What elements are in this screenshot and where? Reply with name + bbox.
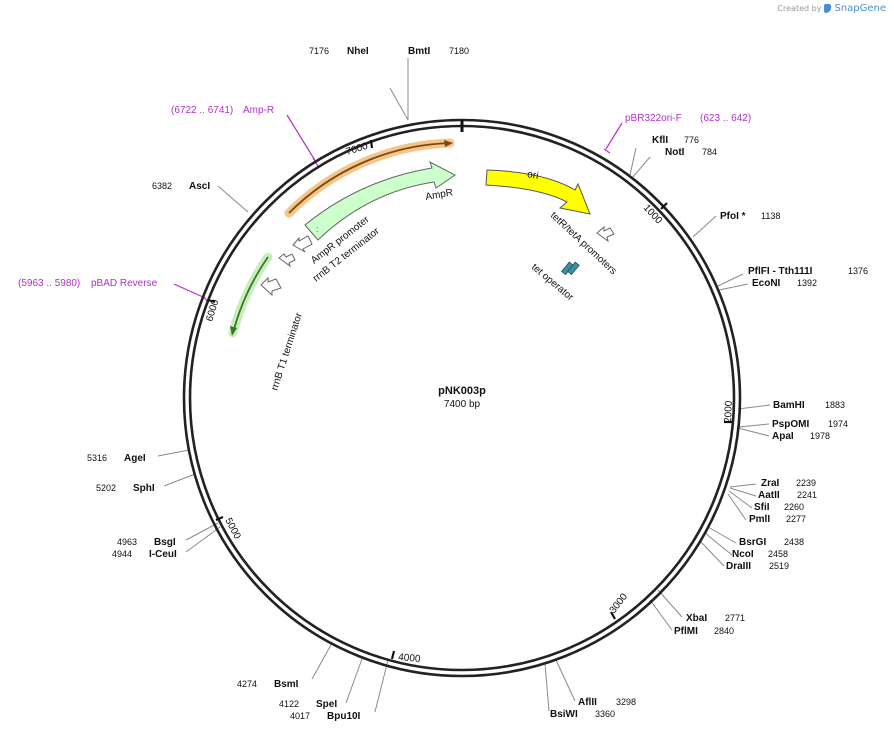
ampr-promoter-feature bbox=[292, 235, 313, 253]
enzyme-aatii-name: AatII bbox=[758, 490, 780, 501]
enzyme-bamhi-name: BamHI bbox=[773, 400, 805, 411]
enzyme-kfli-name: KflI bbox=[652, 135, 668, 146]
enzyme-bsmi-pos: 4274 bbox=[237, 679, 257, 689]
enzyme-pmli-name: PmlI bbox=[749, 514, 770, 525]
tetr-teta-promoters-feature bbox=[596, 225, 615, 243]
enzyme-pflfi-name: PflFI - Tth111I bbox=[748, 266, 813, 277]
snapgene-credit: Created by SnapGene bbox=[777, 3, 886, 14]
leader-lines bbox=[157, 58, 771, 713]
enzyme-apai-name: ApaI bbox=[772, 431, 794, 442]
pbad-band bbox=[228, 252, 273, 338]
enzyme-noti-name: NotI bbox=[665, 147, 685, 158]
enzyme-pspomi-pos: 1974 bbox=[828, 419, 848, 429]
ampr-feature bbox=[304, 160, 456, 241]
enzyme-ncoi-name: NcoI bbox=[732, 549, 754, 560]
rrnb-t1-terminator-feature bbox=[260, 276, 282, 297]
enzyme-iceui-pos: 4944 bbox=[112, 549, 132, 559]
enzyme-agei-name: AgeI bbox=[124, 453, 146, 464]
primer-amp-r-range: (6722 .. 6741) bbox=[171, 105, 233, 116]
enzyme-ncoi-pos: 2458 bbox=[768, 549, 788, 559]
enzyme-bsrgi-name: BsrGI bbox=[739, 537, 766, 548]
enzyme-afliii-pos: 3298 bbox=[616, 697, 636, 707]
ori-feature bbox=[485, 169, 591, 215]
enzyme-bmti-name: BmtI bbox=[408, 46, 430, 57]
enzyme-pspomi-name: PspOMI bbox=[772, 419, 809, 430]
enzyme-kfli-pos: 776 bbox=[684, 135, 699, 145]
primer-pbr322ori-f-range: (623 .. 642) bbox=[700, 113, 751, 124]
pbad-strand bbox=[232, 256, 269, 334]
enzyme-xbai-name: XbaI bbox=[686, 613, 707, 624]
plasmid-length: 7400 bp bbox=[444, 399, 481, 410]
enzyme-bpu10i-name: Bpu10I bbox=[327, 711, 361, 722]
ampr-dots: : bbox=[316, 224, 319, 234]
tick-label-2000: 2000 bbox=[723, 400, 735, 423]
backbone-outer bbox=[182, 118, 742, 678]
enzyme-econi-pos: 1392 bbox=[797, 278, 817, 288]
enzyme-sfii-name: SfiI bbox=[754, 502, 770, 513]
enzyme-iceui-name: I-CeuI bbox=[149, 549, 177, 560]
enzyme-sphi-name: SphI bbox=[133, 483, 155, 494]
enzyme-asci-pos: 6382 bbox=[152, 181, 172, 191]
amp-r-arrowhead bbox=[444, 140, 453, 147]
enzyme-noti-pos: 784 bbox=[702, 147, 717, 157]
credit-brand: SnapGene bbox=[834, 3, 886, 14]
enzyme-pflmi-name: PflMI bbox=[674, 626, 698, 637]
enzyme-agei-pos: 5316 bbox=[87, 453, 107, 463]
primer-pbad-reverse-name: pBAD Reverse bbox=[91, 278, 158, 289]
enzyme-nhei-pos: 7176 bbox=[309, 46, 329, 56]
ori-label: ori bbox=[527, 169, 540, 182]
rrnb-t2-terminator-feature bbox=[278, 253, 296, 268]
plasmid-name: pNK003p bbox=[438, 385, 486, 397]
enzyme-pflfi-pos: 1376 bbox=[848, 266, 868, 276]
enzyme-nhei-name: NheI bbox=[347, 46, 369, 57]
enzyme-bamhi-pos: 1883 bbox=[825, 400, 845, 410]
enzyme-bpu10i-pos: 4017 bbox=[290, 711, 310, 721]
enzyme-pfoi-name: PfoI * bbox=[720, 211, 746, 222]
enzyme-bsrgi-pos: 2438 bbox=[784, 537, 804, 547]
primer-pbr322ori-f-name: pBR322ori-F bbox=[625, 113, 682, 124]
enzyme-pmli-pos: 2277 bbox=[786, 514, 806, 524]
primer-amp-r-name: Amp-R bbox=[243, 105, 274, 116]
enzyme-bsmi-name: BsmI bbox=[274, 679, 299, 690]
primer-pbad-reverse-range: (5963 .. 5980) bbox=[18, 278, 80, 289]
tick-label-4000: 4000 bbox=[398, 652, 422, 665]
enzyme-pfoi-pos: 1138 bbox=[761, 211, 780, 221]
tick-label-1000: 1000 bbox=[641, 203, 665, 227]
enzyme-bsgi-name: BsgI bbox=[154, 537, 176, 548]
enzyme-zrai-pos: 2239 bbox=[796, 478, 816, 488]
enzyme-sphi-pos: 5202 bbox=[96, 483, 116, 493]
tet-operator-feature bbox=[561, 261, 580, 276]
amp-r-strand bbox=[288, 142, 451, 214]
pbad-arrowhead bbox=[230, 326, 237, 336]
tetr-teta-promoters-label: tetR/tetA promoters bbox=[548, 210, 619, 277]
enzyme-afliii-name: AflII bbox=[578, 697, 597, 708]
snapgene-logo-icon bbox=[824, 4, 832, 13]
rrnb-t1-terminator-label: rrnB T1 terminator bbox=[269, 311, 305, 392]
enzyme-bmti-pos: 7180 bbox=[449, 46, 469, 56]
enzyme-xbai-pos: 2771 bbox=[725, 613, 745, 623]
enzyme-draiii-pos: 2519 bbox=[769, 561, 789, 571]
credit-prefix: Created by bbox=[777, 4, 822, 13]
ampr-label: AmpR bbox=[425, 187, 454, 203]
enzyme-asci-name: AscI bbox=[189, 181, 210, 192]
enzyme-sfii-pos: 2260 bbox=[784, 502, 804, 512]
enzyme-spei-name: SpeI bbox=[316, 699, 337, 710]
enzyme-draiii-name: DraIII bbox=[726, 561, 751, 572]
enzyme-bsgi-pos: 4963 bbox=[117, 537, 137, 547]
enzyme-bsiwi-name: BsiWI bbox=[550, 709, 578, 720]
enzyme-zrai-name: ZraI bbox=[761, 478, 780, 489]
tick-marks bbox=[207, 139, 732, 660]
enzyme-bsiwi-pos: 3360 bbox=[595, 709, 615, 719]
enzyme-spei-pos: 4122 bbox=[279, 699, 299, 709]
enzyme-aatii-pos: 2241 bbox=[797, 490, 817, 500]
tick-label-3000: 3000 bbox=[608, 591, 631, 616]
enzyme-apai-pos: 1978 bbox=[810, 431, 830, 441]
enzyme-econi-name: EcoNI bbox=[752, 278, 781, 289]
enzyme-pflmi-pos: 2840 bbox=[714, 626, 734, 636]
primer-leaders bbox=[173, 114, 623, 302]
tick-label-5000: 5000 bbox=[222, 516, 242, 541]
